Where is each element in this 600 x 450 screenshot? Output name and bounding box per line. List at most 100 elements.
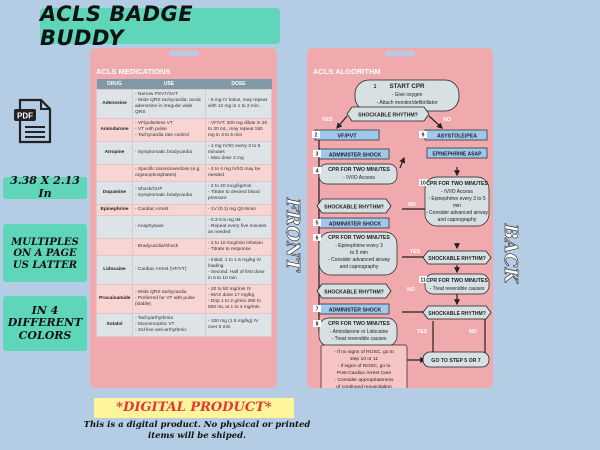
step-number-badge xyxy=(313,320,321,327)
use-cell: - Tachyarrhythmia - Monomorphic VT - 3rd… xyxy=(132,312,206,337)
step-number: 5 xyxy=(316,221,319,227)
column-header: DOSE xyxy=(205,79,272,90)
disclaimer-text: This is a digital product. No physical o… xyxy=(83,420,311,442)
dose-cell: - 0.3-0.5 mg IM - Repeat every five minu… xyxy=(205,215,272,239)
rosc-guidance-box xyxy=(320,344,408,388)
use-cell: - Anaphylaxis xyxy=(132,215,206,239)
dose-cell: - 1V (0.1) mg Q3-5min xyxy=(205,204,272,216)
table-row: Atropine- Symptomatic bradycardia- 1 mg … xyxy=(96,141,272,166)
use-cell: - Wide QRS tachycardia - Preferred for V… xyxy=(132,283,206,314)
dose-cell: - 20 to 50 mg/min IV - MAX dose 17 mg/kg… xyxy=(205,283,272,314)
size-info-text: 3.38 X 2.13 In xyxy=(10,174,80,200)
table-row: Amiodarone- VF/pulseless VT - VT with pu… xyxy=(96,118,272,143)
step-number-badge xyxy=(313,219,321,226)
no-label: NO xyxy=(408,202,416,208)
medications-table: DRUG USE DOSE Adenosine- Narrow PSVT/SVT… xyxy=(96,79,272,337)
cpr-line: and capnography xyxy=(340,264,379,270)
dose-cell: - 1 mg IV/IO every 3 to 5 minutes - Max … xyxy=(205,141,272,166)
step-number: 2 xyxy=(315,133,318,139)
dose-cell: - 2 to 10 mcg/min infusion - Titrate to … xyxy=(205,237,272,256)
step-number-badge xyxy=(312,131,320,138)
no-label: NO xyxy=(469,329,477,335)
medications-heading: ACLS MEDICATIONS xyxy=(96,67,171,76)
table-row: Epinephrine- Cardiac Arrest- 1V (0.1) mg… xyxy=(96,204,272,216)
dose-cell: - 2 to 20 mcg/kg/min - Titrate to desire… xyxy=(205,181,272,206)
cpr-node xyxy=(424,176,490,227)
dose-cell: - VF/VT: 300 mg dilute in 20 to 30 mL, m… xyxy=(205,118,272,143)
start-cpr-title: START CPR xyxy=(390,83,425,90)
step-number-badge xyxy=(313,150,321,157)
use-cell: - Shock/CHF - Symptomatic bradycardia xyxy=(132,181,206,206)
drug-cell: Lidocaine xyxy=(96,254,133,285)
colors-line: COLORS xyxy=(18,328,72,342)
rosc-line: - If signs of ROSC, go to xyxy=(337,363,390,369)
table-row: Adenosine- Narrow PSVT/SVT - Wide QRS ta… xyxy=(96,89,272,120)
step-number: 3 xyxy=(316,152,319,158)
decision-text: SHOCKABLE RHYTHM? xyxy=(428,311,486,317)
drug-cell xyxy=(96,215,133,239)
table-row: Sotalol- Tachyarrhythmia - Monomorphic V… xyxy=(96,312,272,337)
dose-cell: - 100 mg (1.5 mg/kg) IV over 5 min xyxy=(205,312,272,337)
drug-cell xyxy=(96,237,133,256)
page-title: ACLS BADGE BUDDY xyxy=(40,2,194,50)
rosc-line: of continued resuscitation xyxy=(336,384,392,388)
use-cell: - Cardiac Arrest xyxy=(132,204,206,216)
step-number-badge xyxy=(313,305,321,312)
badge-slot xyxy=(168,51,199,56)
goto-step-node xyxy=(422,351,490,368)
cpr-line: - Treat reversible causes xyxy=(430,286,485,292)
cpr-line: - IV/IO Access xyxy=(343,175,375,181)
step-number: 4 xyxy=(316,169,319,175)
start-cpr-line: - Give oxygen xyxy=(392,92,423,98)
dose-cell: - Initial: 1 to 1.5 mg/kg IV loading - S… xyxy=(205,254,272,285)
step-number: 7 xyxy=(316,307,319,313)
yes-label: YES xyxy=(321,117,332,123)
drug-cell: Epinephrine xyxy=(96,204,133,216)
column-header: USE xyxy=(132,79,206,90)
epinephrine-asap-text: EPINEPHRINE ASAP xyxy=(433,151,483,157)
cpr-line: - Treat reversible causes xyxy=(332,336,387,342)
step-number-badge xyxy=(313,167,321,174)
cpr-node xyxy=(424,273,490,295)
no-label: NO xyxy=(443,117,452,123)
cpr-title: CPR FOR TWO MINUTES xyxy=(426,181,488,187)
use-cell: - Symptomatic bradycardia xyxy=(132,141,206,166)
title-banner: ACLS BADGE BUDDY xyxy=(40,2,280,50)
table-header-row: DRUG USE DOSE xyxy=(96,79,272,90)
yes-label: YES xyxy=(410,249,421,255)
administer-shock-text: ADMINISTER SHOCK xyxy=(329,152,382,158)
decision-text: SHOCKABLE RHYTHM? xyxy=(324,205,384,211)
digital-product-banner: *DIGITAL PRODUCT* xyxy=(94,398,294,418)
dose-cell: - 6 mg IV bolus, may repeat with 12 mg i… xyxy=(205,89,272,120)
shockable-rhythm-decision xyxy=(316,198,392,214)
drug-cell: Dopamine xyxy=(96,181,133,206)
size-info-box: 3.38 X 2.13 In xyxy=(3,174,87,200)
shockable-rhythm-decision xyxy=(346,106,430,122)
drug-cell: Atropine xyxy=(96,141,133,166)
drug-cell: Procainamide xyxy=(96,283,133,314)
administer-shock-text: ADMINISTER SHOCK xyxy=(329,307,382,313)
use-cell: - Cardiac Arrest (VF/VT) xyxy=(132,254,206,285)
colors-info-box: IN 4 DIFFERENT COLORS xyxy=(3,296,87,351)
shockable-rhythm-decision xyxy=(316,283,392,299)
epinephrine-asap-node xyxy=(426,147,488,159)
use-cell: - Narrow PSVT/SVT - Wide QRS tachycardia… xyxy=(132,89,206,120)
front-label: FRONT xyxy=(282,198,304,272)
decision-text: SHOCKABLE RHYTHM? xyxy=(358,113,418,119)
badge-slot xyxy=(385,51,415,56)
cpr-line: - Epinephrine every 3 xyxy=(335,243,383,249)
cpr-line: - Amiodarone or Lidocaine xyxy=(330,329,389,335)
colors-line: IN 4 xyxy=(31,303,59,317)
table-row: Dopamine- Shock/CHF - Symptomatic bradyc… xyxy=(96,181,272,206)
step-number-badge xyxy=(419,179,427,186)
pdf-label: PDF xyxy=(17,112,33,121)
algorithm-heading: ACLS ALGORITHM xyxy=(313,67,381,76)
cpr-title: CPR FOR TWO MINUTES xyxy=(426,278,488,284)
rosc-line: - Consider appropriateness xyxy=(335,377,395,383)
rosc-line: - If no signs of ROSC, go to xyxy=(334,349,394,355)
cpr-title: CPR FOR TWO MINUTES xyxy=(328,167,390,173)
front-card: ACLS MEDICATIONS DRUG USE DOSE Adenosine… xyxy=(90,48,277,388)
table-row: - Specific toxins/overdose (e.g. organop… xyxy=(96,164,272,183)
cpr-node xyxy=(318,231,398,276)
table-row: - Bradycardia/Shock- 2 to 10 mcg/min inf… xyxy=(96,237,272,256)
